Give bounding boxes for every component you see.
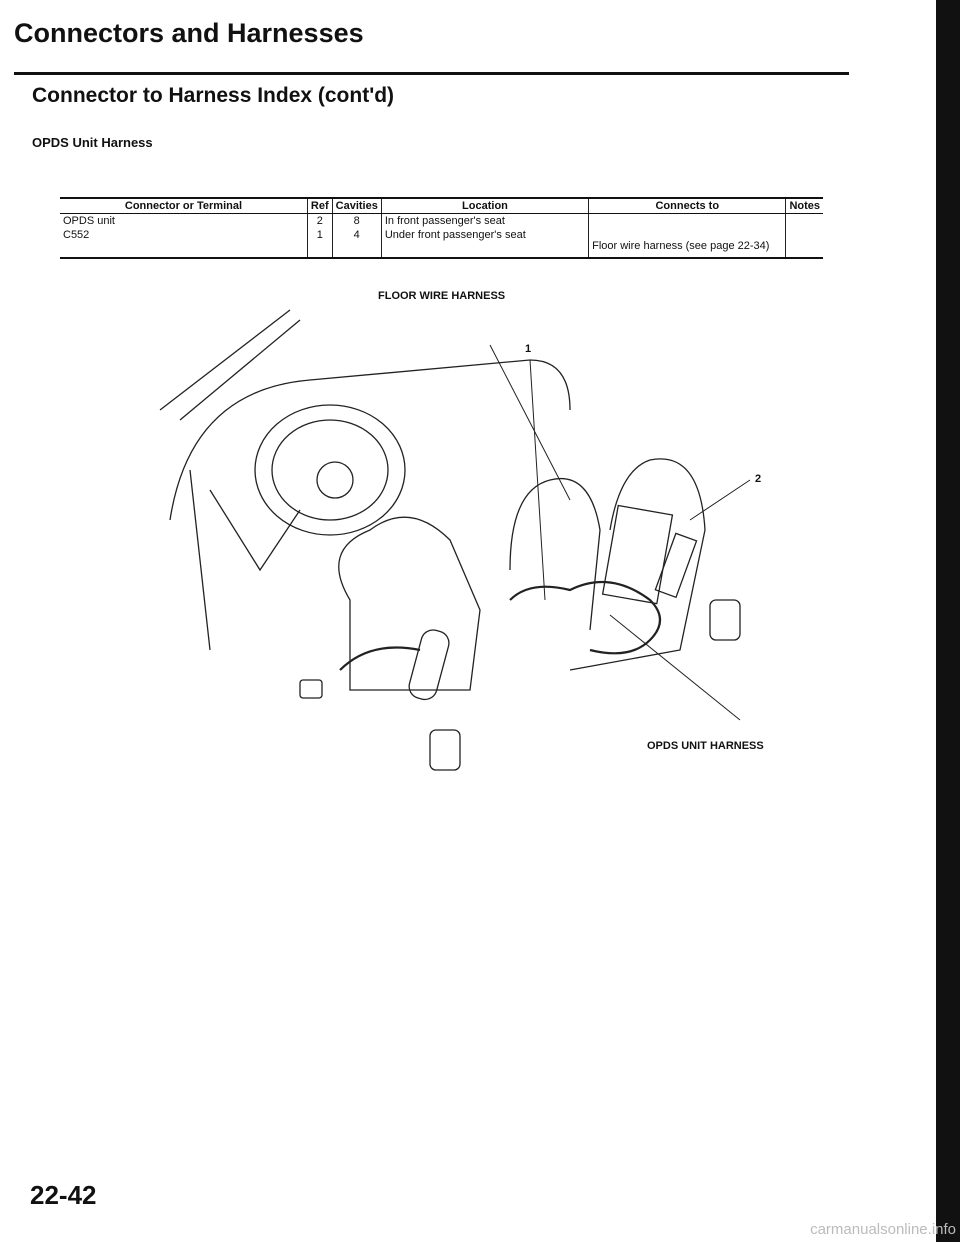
cell-cavities: 8 <box>331 213 382 228</box>
cell-notes <box>785 228 823 258</box>
binding-edge <box>936 0 960 1242</box>
label-opds-unit-harness: OPDS UNIT HARNESS <box>647 740 764 752</box>
cell-ref: 2 <box>306 213 333 228</box>
callout-1: 1 <box>525 343 532 355</box>
page-title: Connectors and Harnesses <box>14 18 364 48</box>
harness-illustration: FLOOR WIRE HARNESS 1 2 OPDS UNIT HARNESS <box>150 270 770 795</box>
col-connects: Connects to <box>588 198 786 214</box>
callout-2: 2 <box>755 473 762 485</box>
cell-connects <box>588 213 786 228</box>
section-title: Connector to Harness Index (cont'd) <box>32 84 395 107</box>
cell-connects: Floor wire harness (see page 22-34) <box>588 228 786 258</box>
col-cavities: Cavities <box>331 198 382 214</box>
cell-ref: 1 <box>306 228 333 258</box>
connector-table: Connector or Terminal Ref Cavities Locat… <box>60 197 823 259</box>
table-row: OPDS unit 2 8 In front passenger's seat <box>60 213 823 228</box>
watermark: carmanualsonline.info <box>810 1221 956 1238</box>
subsection-title: OPDS Unit Harness <box>32 135 153 150</box>
cell-connector: C552 <box>63 229 90 241</box>
cell-location: In front passenger's seat <box>380 213 589 228</box>
page-number: 22-42 <box>30 1180 97 1210</box>
col-location: Location <box>380 198 589 214</box>
col-notes: Notes <box>785 198 823 214</box>
col-connector: Connector or Terminal <box>60 198 308 214</box>
cell-cavities: 4 <box>331 228 382 258</box>
cell-location: Under front passenger's seat <box>380 228 589 258</box>
table-row: C552 1 4 Under front passenger's seat Fl… <box>60 228 823 258</box>
title-rule <box>14 72 849 75</box>
label-floor-wire-harness: FLOOR WIRE HARNESS <box>378 290 506 302</box>
cell-connector: OPDS unit <box>63 215 115 227</box>
cell-notes <box>785 213 823 228</box>
table-header: Connector or Terminal Ref Cavities Locat… <box>60 198 823 214</box>
col-ref: Ref <box>306 198 333 214</box>
